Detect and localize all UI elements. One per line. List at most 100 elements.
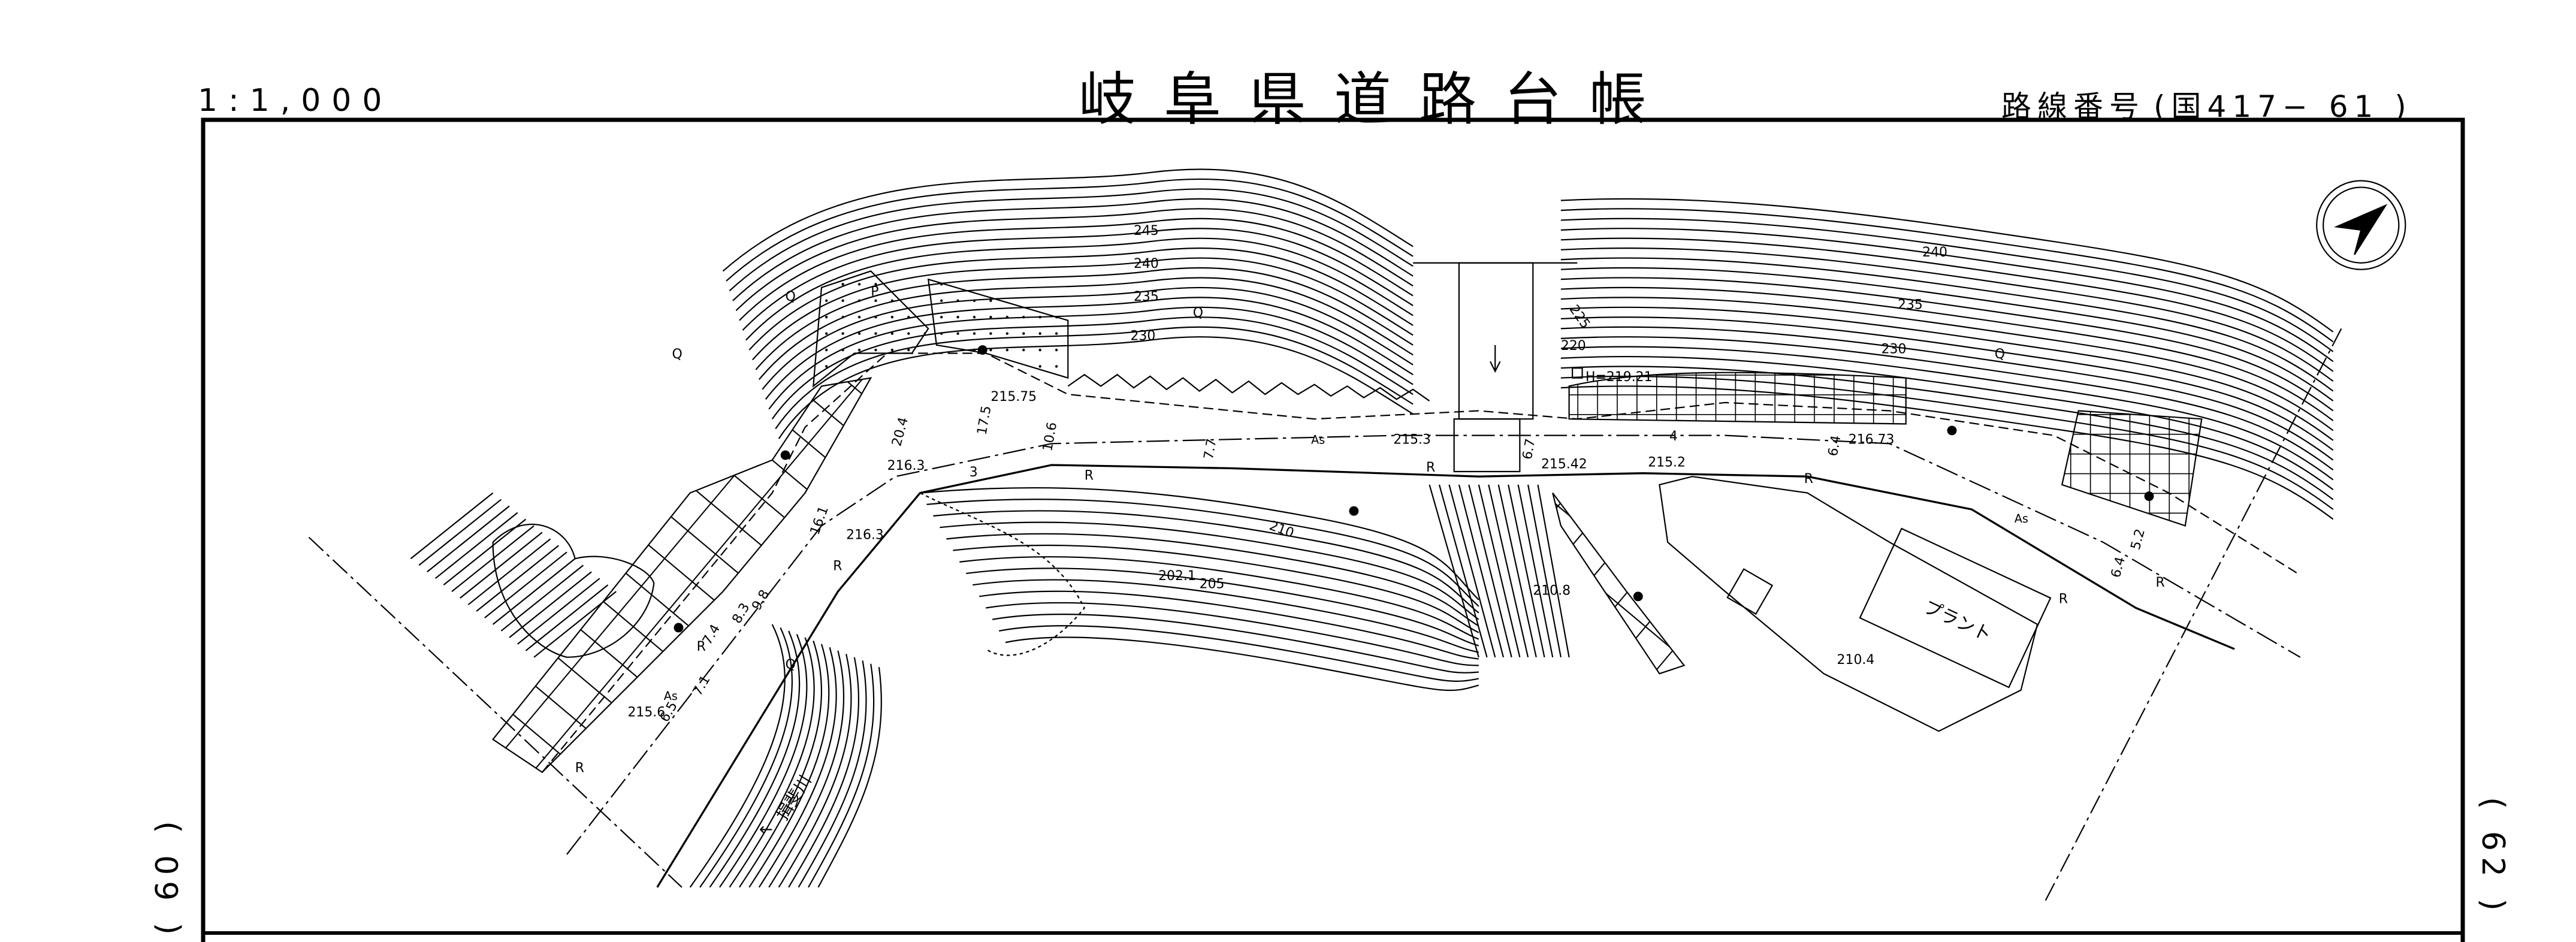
map-frame	[201, 117, 2465, 942]
contour-line	[476, 545, 559, 612]
contour-line	[986, 602, 1479, 666]
road-edge-mark: R	[2156, 575, 2165, 590]
utility-poles	[674, 345, 2154, 633]
width-dimension: 17.5	[974, 404, 994, 436]
contour-line	[1448, 484, 1496, 658]
contour-line	[940, 521, 1479, 620]
width-dimension: 6.5	[657, 699, 681, 725]
contour-line	[1005, 636, 1479, 692]
parking-symbol: P	[871, 285, 878, 300]
contour-line	[798, 660, 867, 888]
contour-line	[1560, 326, 2334, 461]
width-dimension: 9.8	[749, 587, 772, 613]
contour-line	[745, 237, 1414, 341]
benchmark-label: H=219.21	[1586, 370, 1653, 385]
road-edge-mark: R	[1426, 460, 1435, 475]
contour-line	[1508, 484, 1545, 658]
contour-line	[729, 188, 1414, 292]
spot-height: 215.6	[627, 705, 665, 720]
map-scale: 1:1,000	[198, 83, 393, 119]
contour-line	[484, 551, 567, 618]
contour-label: 205	[1200, 577, 1225, 592]
plant-yard	[1659, 476, 2039, 732]
contour-line	[1560, 218, 2334, 352]
retaining-wall-hatch	[491, 270, 2203, 774]
contour-line	[1560, 316, 2334, 451]
contour-line	[992, 614, 1479, 674]
contour-line	[1560, 228, 2334, 363]
contour-line	[732, 198, 1414, 301]
road-edge-upper	[542, 352, 2301, 773]
contour-line	[1468, 484, 1512, 658]
slope-feature	[492, 523, 655, 658]
width-dimension: 6.4	[2109, 555, 2128, 579]
contour-label: 235	[1898, 297, 1923, 312]
width-dimension: 3	[970, 465, 978, 480]
road-edge-mark: R	[1804, 472, 1813, 487]
river-label: 揖斐川	[773, 772, 815, 824]
contour-line	[451, 525, 534, 592]
contour-line	[808, 663, 875, 888]
contour-line	[926, 499, 1479, 607]
contour-line	[778, 336, 1414, 439]
contour-label: 240	[1134, 256, 1159, 271]
contour-line	[729, 637, 815, 888]
contour-line	[735, 208, 1414, 312]
contour-line	[1560, 366, 2334, 500]
contour-line	[1560, 306, 2334, 441]
road-centerline	[566, 434, 2301, 855]
contour-line	[1560, 277, 2334, 412]
surface-asphalt: As	[1311, 433, 1325, 446]
road-edge-mark: R	[1085, 469, 1094, 484]
contour-line	[699, 627, 793, 888]
contour-label: 220	[1561, 339, 1586, 354]
width-dimension: 16.1	[808, 505, 832, 537]
contour-line	[742, 228, 1414, 331]
contour-line	[959, 556, 1479, 640]
contour-line	[758, 647, 837, 888]
contour-line	[1560, 286, 2334, 421]
width-dimension: 5.2	[2128, 527, 2148, 551]
contour-line	[467, 538, 551, 605]
contour-line	[719, 634, 808, 888]
width-dimension: 7.1	[690, 673, 714, 699]
contour-line	[1560, 297, 2334, 431]
vegetation-symbol: Q	[672, 347, 682, 362]
vegetation-symbol: Q	[1995, 347, 2005, 362]
contour-line	[1560, 247, 2334, 382]
contour-line	[1560, 336, 2334, 471]
contour-line	[1497, 484, 1537, 658]
contour-line	[933, 510, 1479, 614]
north-arrow-icon	[2316, 180, 2406, 270]
width-dimension: 20.4	[889, 416, 911, 448]
bridge	[1453, 418, 1521, 473]
contour-line	[953, 544, 1479, 633]
spot-height: 210.8	[1533, 584, 1571, 599]
contour-line	[1560, 267, 2334, 401]
culvert	[1458, 262, 1534, 420]
facility-label: プラント	[1920, 597, 1995, 647]
road-edge-mark: R	[2059, 591, 2068, 606]
spot-height: 210.4	[1837, 653, 1875, 668]
surface-asphalt: As	[2015, 512, 2028, 526]
surface-asphalt: As	[664, 689, 678, 703]
sheet-boundary-left	[308, 536, 682, 888]
contour-line	[492, 558, 576, 625]
contour-line	[966, 567, 1479, 647]
contour-line	[1560, 355, 2334, 490]
contour-line	[517, 578, 600, 645]
contour-line	[410, 492, 494, 560]
contour-line	[460, 532, 543, 599]
road-edge-mark: R	[697, 639, 706, 654]
river-arrow: ←	[759, 820, 773, 839]
contour-line	[1527, 484, 1562, 658]
contour-line	[1438, 484, 1488, 658]
contour-line	[1458, 484, 1504, 658]
contour-line	[418, 499, 502, 566]
contour-label: 245	[1134, 224, 1159, 238]
contour-line	[1560, 237, 2334, 372]
contour-line	[709, 630, 801, 888]
width-dimension: 6.7	[1520, 437, 1539, 461]
contour-line	[1537, 484, 1570, 657]
contour-line	[946, 533, 1479, 627]
